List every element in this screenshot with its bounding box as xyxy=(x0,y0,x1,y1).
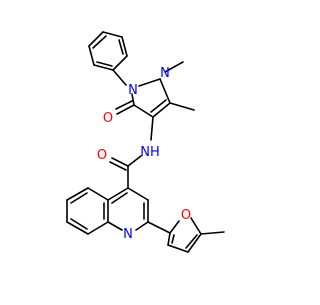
atom-label-o-ring-carbonyl: O xyxy=(103,111,113,126)
bond xyxy=(187,233,202,253)
bond xyxy=(92,35,107,49)
bond xyxy=(121,36,128,57)
bond xyxy=(112,69,127,86)
bond xyxy=(150,99,167,113)
atom-label-n-quinoline: N xyxy=(123,227,133,242)
bond xyxy=(152,102,171,118)
bond xyxy=(127,187,149,201)
bond xyxy=(131,93,135,106)
bond xyxy=(96,61,113,67)
bond xyxy=(169,220,180,234)
bond xyxy=(111,157,129,167)
bond xyxy=(112,55,128,71)
bond xyxy=(167,232,171,246)
bond xyxy=(109,161,127,171)
atom-label-o-furan: O xyxy=(181,208,191,223)
bond xyxy=(133,104,154,118)
molecule-canvas: N N O NH O N O xyxy=(66,31,225,253)
bond xyxy=(118,39,124,55)
bond xyxy=(115,100,133,110)
bond xyxy=(164,61,184,73)
bond xyxy=(190,217,202,235)
bond xyxy=(66,187,89,201)
bond xyxy=(87,221,109,235)
bond xyxy=(185,234,198,249)
bond xyxy=(138,78,161,87)
atom-label-n-methyl: N xyxy=(160,66,170,81)
bond xyxy=(200,231,225,235)
bond xyxy=(66,221,89,235)
structure-drawing: N N O NH O N O xyxy=(66,31,225,253)
bond xyxy=(169,102,195,111)
bond xyxy=(107,187,129,201)
bond xyxy=(111,192,128,204)
bond xyxy=(135,221,149,231)
bond xyxy=(147,221,171,234)
bond xyxy=(93,64,114,71)
bond xyxy=(87,187,109,201)
bond xyxy=(159,78,171,104)
bond xyxy=(167,244,189,253)
bond xyxy=(102,31,123,38)
bond-layer xyxy=(66,31,225,253)
bond xyxy=(70,192,88,204)
atom-label-nh-amide: NH xyxy=(140,145,160,160)
bond xyxy=(88,45,95,66)
atom-label-layer: N N O NH O N O xyxy=(97,66,191,242)
bond xyxy=(88,31,104,47)
bond xyxy=(107,221,123,231)
bond xyxy=(70,218,88,230)
atom-label-o-amide: O xyxy=(97,148,107,163)
bond xyxy=(116,104,135,115)
bond xyxy=(150,116,154,141)
bond xyxy=(127,155,142,167)
bond xyxy=(171,234,175,244)
atom-label-n-phenyl: N xyxy=(128,83,138,98)
